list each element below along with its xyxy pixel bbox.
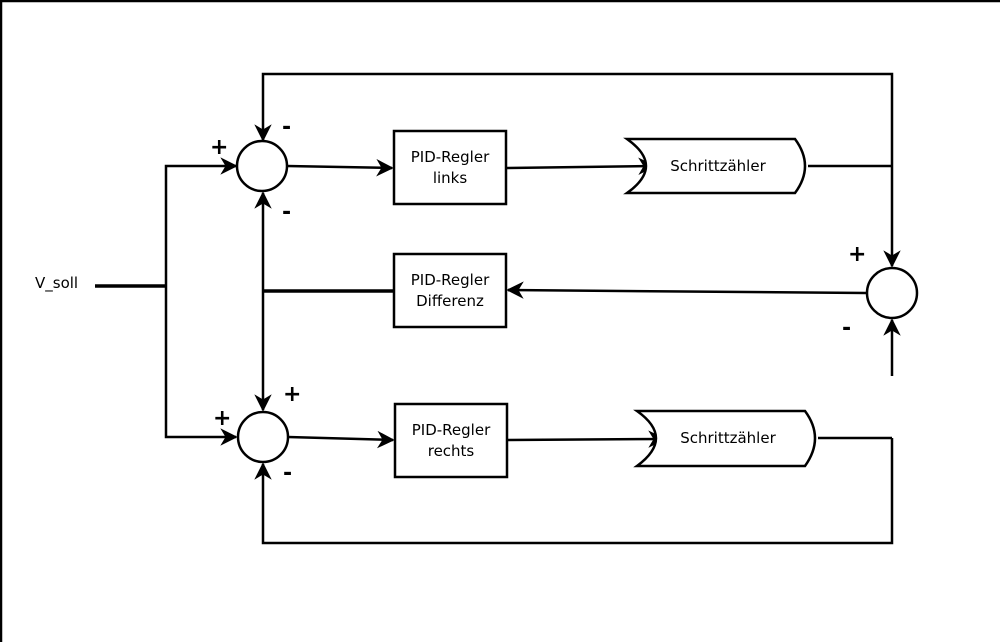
sum-junction-right bbox=[865, 266, 919, 320]
pid-differenz-line1: PID-Regler bbox=[411, 271, 490, 289]
sign-sum-top-input: + bbox=[210, 135, 228, 160]
pid-rechts-line2: rechts bbox=[428, 442, 475, 460]
arrow-sum-right-to-pid-diff bbox=[506, 281, 867, 299]
feedback-bottom-loop bbox=[254, 438, 894, 545]
arrow-pid-right-to-counter bbox=[506, 430, 666, 448]
pid-links-line2: links bbox=[433, 169, 468, 187]
sign-sum-top-feedback-top: - bbox=[282, 115, 291, 140]
step-counter-top-label: Schrittzähler bbox=[670, 157, 766, 175]
pid-block-links: PID-Regler links bbox=[392, 129, 508, 206]
split-to-bottom-sum bbox=[164, 286, 238, 446]
step-counter-bottom-label: Schrittzähler bbox=[680, 429, 776, 447]
pid-rechts-line1: PID-Regler bbox=[412, 421, 491, 439]
sign-sum-right-top: + bbox=[848, 242, 866, 267]
pid-links-line1: PID-Regler bbox=[411, 148, 490, 166]
sum-junction-top bbox=[235, 139, 289, 193]
arrow-sum-bottom-to-pid-right bbox=[287, 430, 395, 449]
sign-sum-bottom-input: + bbox=[213, 406, 231, 431]
sign-sum-bottom-feedback-bottom: - bbox=[283, 461, 292, 486]
step-counter-top: Schrittzähler bbox=[623, 137, 807, 195]
pid-differenz-line2: Differenz bbox=[416, 292, 484, 310]
arrow-pid-left-to-counter bbox=[505, 157, 656, 175]
input-label-v-soll: V_soll bbox=[35, 274, 78, 293]
sign-sum-right-bottom: - bbox=[842, 316, 851, 341]
arrow-sum-top-to-pid-left bbox=[286, 158, 394, 177]
sum-junction-bottom bbox=[236, 410, 290, 464]
pid-block-differenz: PID-Regler Differenz bbox=[392, 252, 508, 329]
step-counter-bottom: Schrittzähler bbox=[633, 409, 817, 468]
sign-sum-top-feedback-bottom: - bbox=[282, 200, 291, 225]
pid-block-rechts: PID-Regler rechts bbox=[393, 402, 509, 479]
feedback-top-loop bbox=[254, 72, 894, 166]
split-to-top-sum bbox=[164, 157, 238, 286]
sign-sum-bottom-feedback-top: + bbox=[283, 382, 301, 407]
